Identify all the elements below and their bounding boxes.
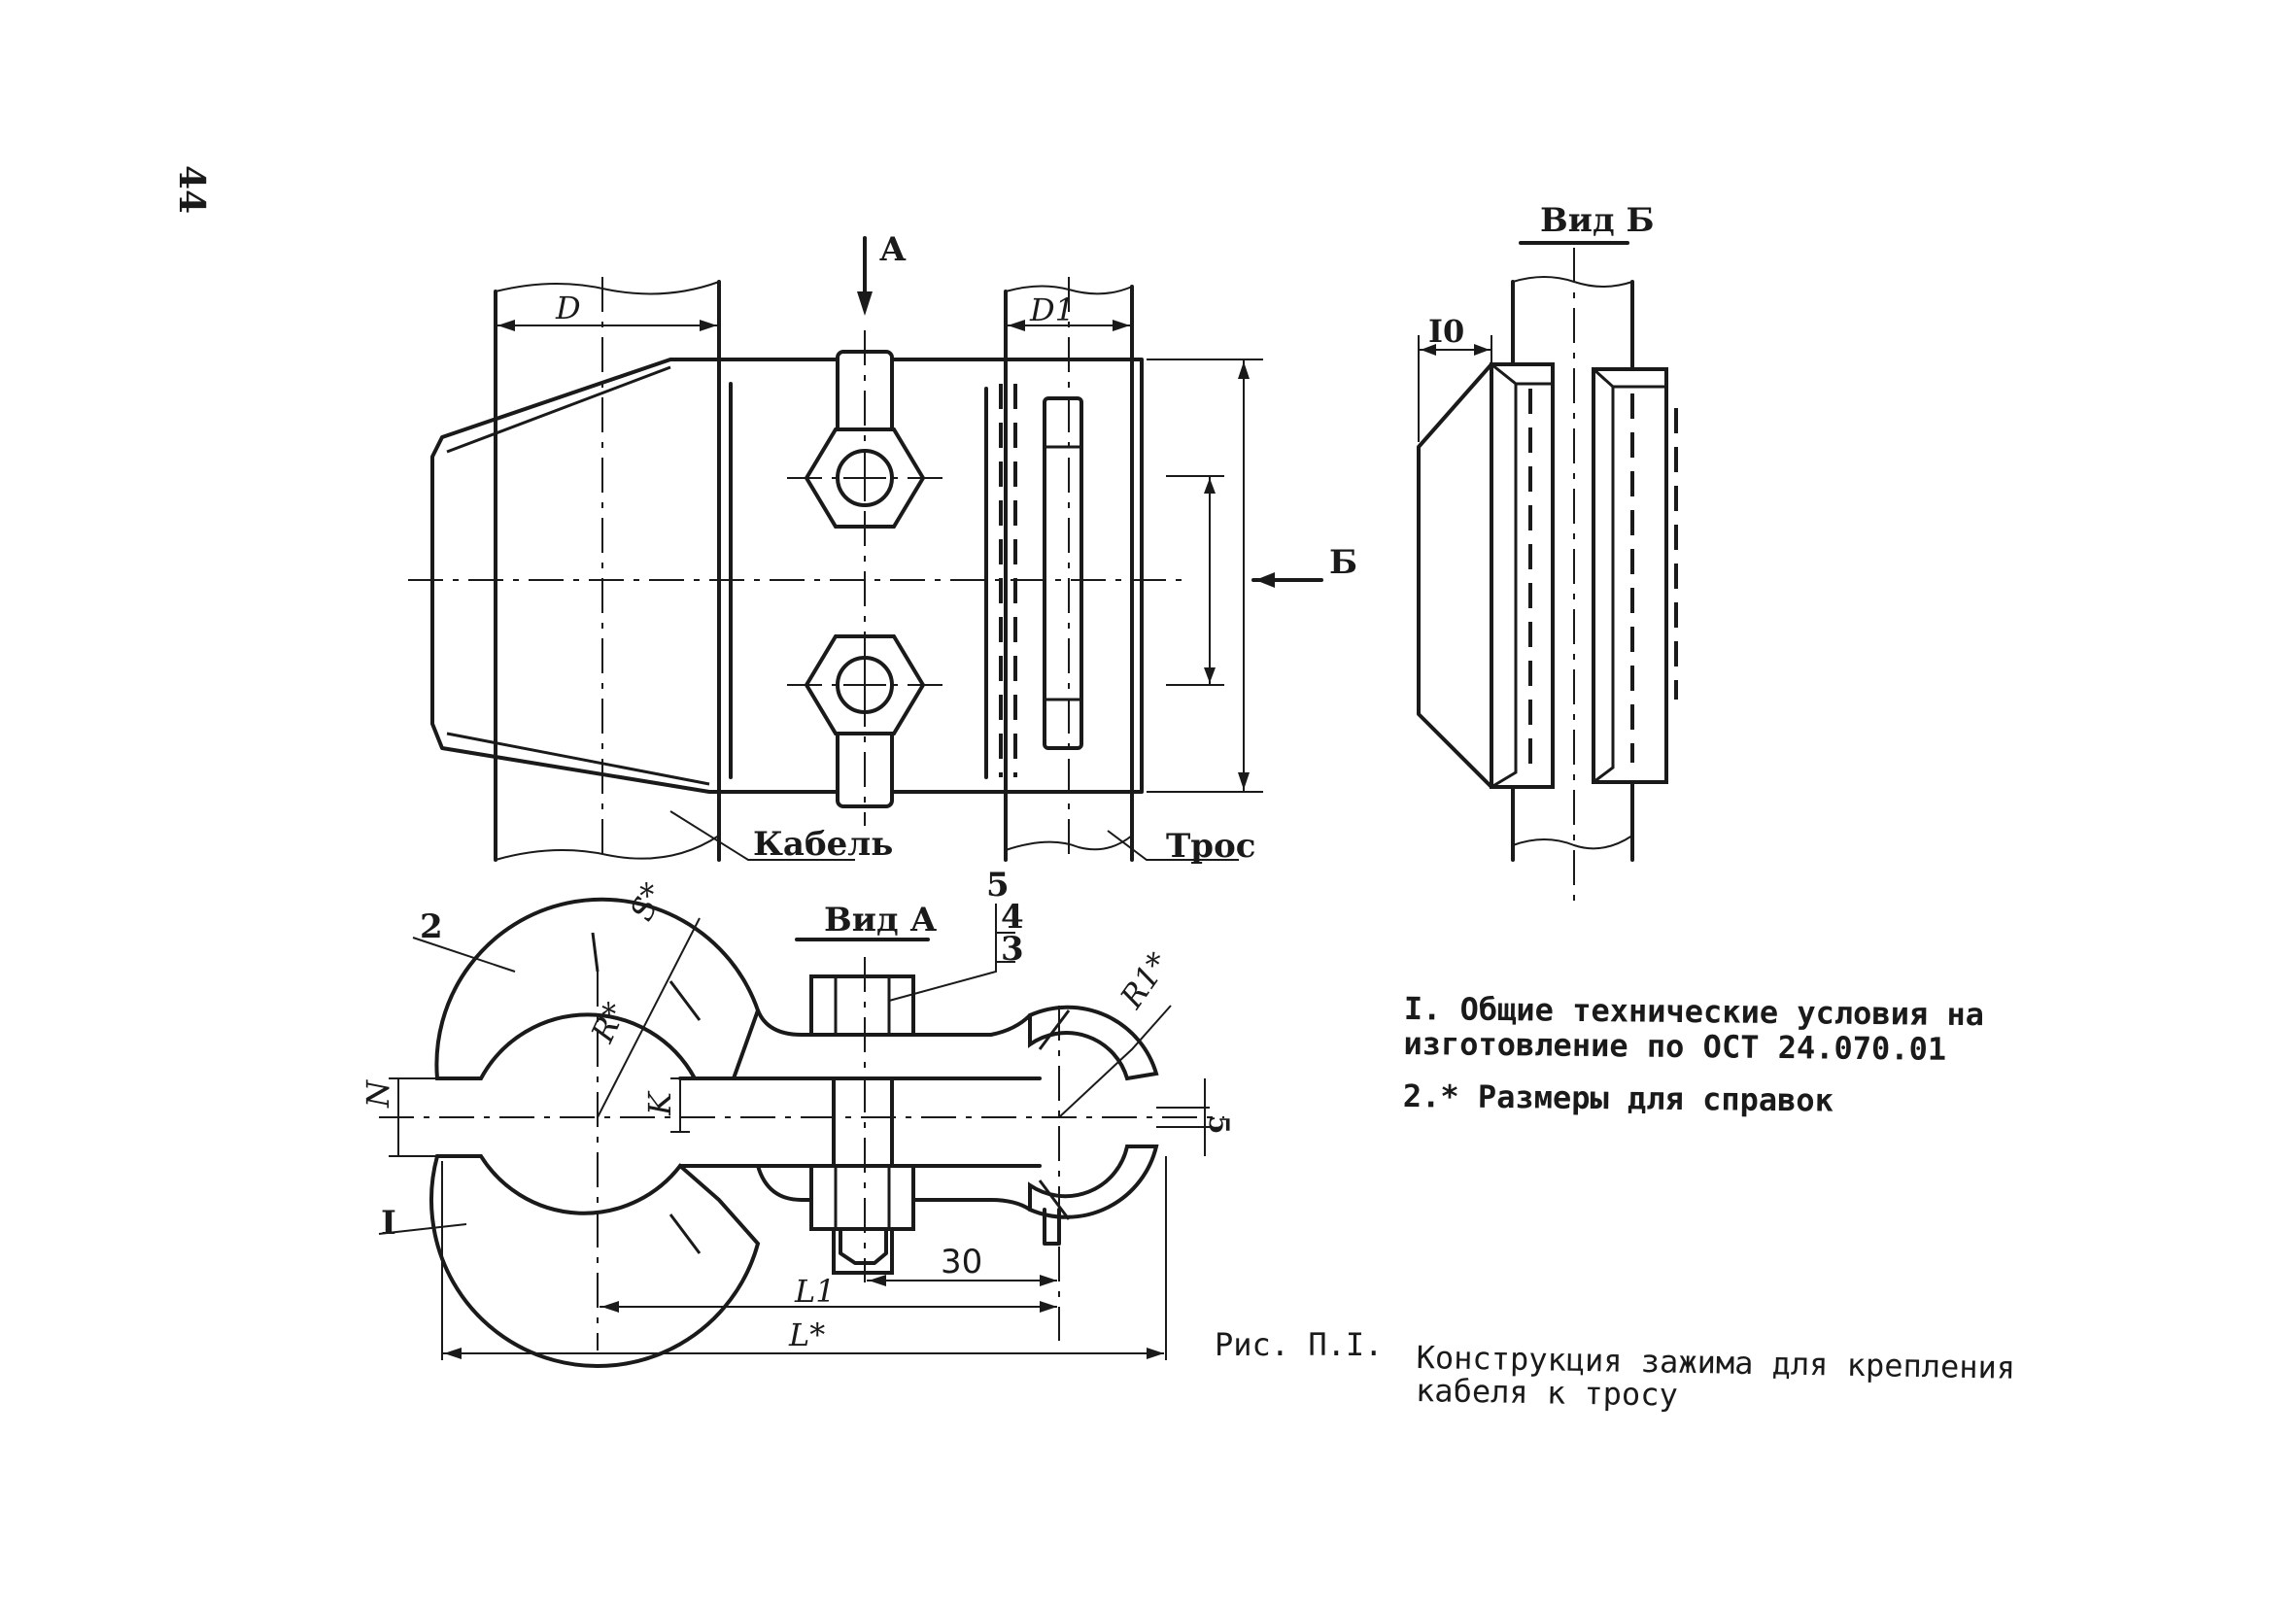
cable-callout: Кабель	[753, 825, 893, 864]
lower-small-jaw	[1028, 1145, 1159, 1219]
dim-d-label: D	[555, 290, 581, 326]
note-1-cont: изготовление по ОСТ 24.070.01	[1403, 1024, 1947, 1068]
notes-block: I. Общие технические условия на изготовл…	[1402, 990, 1985, 1119]
view-b	[1417, 241, 1678, 904]
upper-small-jaw	[1028, 1005, 1159, 1081]
dim-n-label: N	[360, 1079, 396, 1109]
view-a-title: Вид А	[824, 901, 937, 940]
dim-l-label: L*	[788, 1316, 825, 1353]
note-2: 2.* Размеры для справок	[1402, 1076, 1834, 1119]
rope-callout: Трос	[1166, 827, 1255, 866]
part-5-callout: 5	[986, 866, 1010, 905]
page-number: 44	[171, 165, 212, 215]
arrow-b-label: Б	[1329, 543, 1357, 582]
dim-30-label: 30	[941, 1243, 982, 1281]
dim-gap-label: 5	[1203, 1115, 1235, 1134]
clamp-body-outline	[430, 358, 1144, 794]
dim-k-label: K	[641, 1090, 678, 1116]
arrow-a-label: А	[879, 230, 907, 269]
part-1-callout: I	[381, 1204, 396, 1243]
caption-label: Рис. П.I.	[1215, 1326, 1384, 1363]
view-b-title: Вид Б	[1540, 201, 1655, 240]
lower-large-jaw	[428, 1154, 761, 1369]
front-view	[408, 236, 1323, 862]
dim-d1-label: D1	[1029, 291, 1075, 328]
dim-l1-label: L1	[794, 1273, 836, 1310]
dim-r1-label: R1*	[1113, 945, 1177, 1015]
caption-text: Конструкция зажима для крепления кабеля …	[1416, 1339, 2016, 1418]
part-3-callout: 3	[1001, 930, 1024, 969]
part-2-callout: 2	[420, 907, 443, 946]
part-4-callout: 4	[1001, 898, 1024, 937]
dim-10-label: I0	[1428, 313, 1464, 350]
bolt-head	[809, 974, 915, 1037]
view-a	[378, 897, 1224, 1369]
bolt-nut	[809, 1164, 915, 1231]
